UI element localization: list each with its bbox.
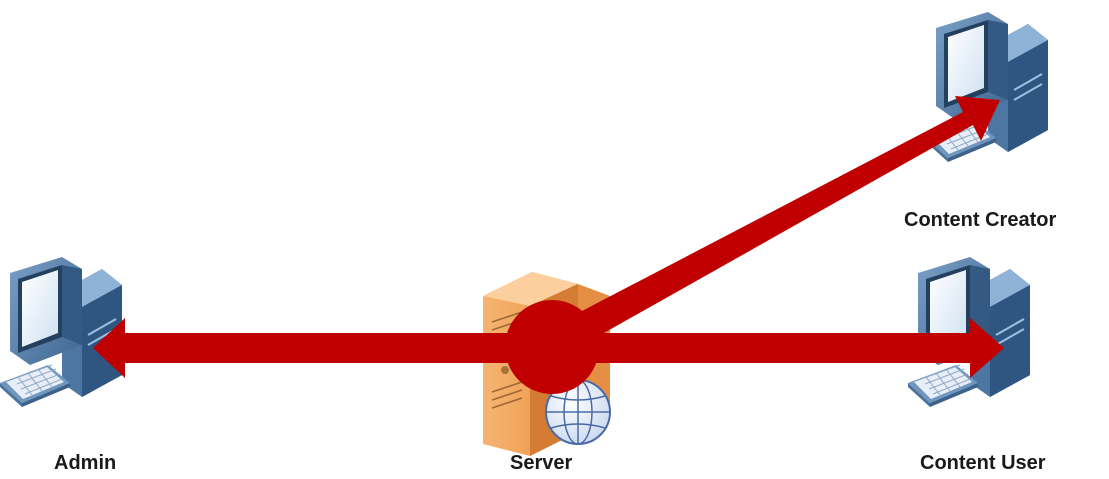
admin-label: Admin <box>54 452 116 474</box>
content-user-label: Content User <box>920 452 1046 474</box>
server-label: Server <box>510 452 572 474</box>
content-creator-label: Content Creator <box>904 209 1056 231</box>
arrow-to-admin <box>93 318 555 378</box>
arrow-to-content-creator <box>538 96 1000 360</box>
server-hub <box>505 300 599 394</box>
arrow-to-content-user <box>555 318 1004 378</box>
admin-computer-icon <box>0 256 123 408</box>
content-user-computer-icon <box>907 256 1031 408</box>
connection-arrows <box>93 96 1004 394</box>
